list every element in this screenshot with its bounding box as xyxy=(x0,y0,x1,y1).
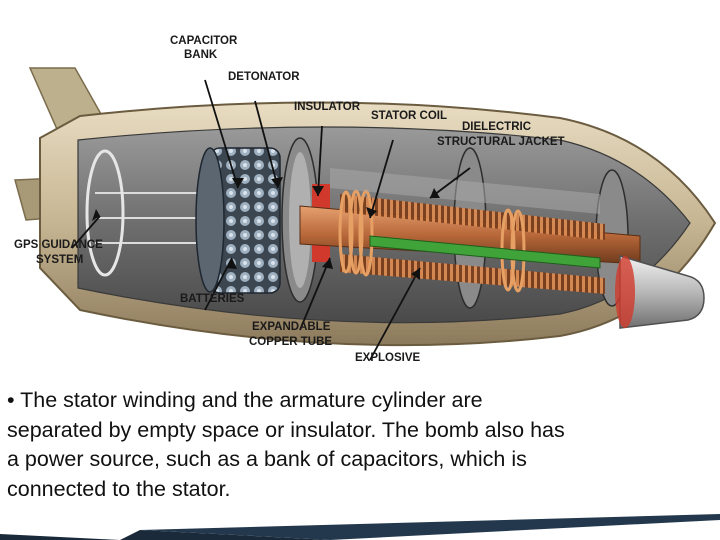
leader-arrowheads xyxy=(92,177,440,280)
stator-coil-upper xyxy=(340,194,605,240)
bullet-marker: • xyxy=(7,388,15,412)
label-detonator: DETONATOR xyxy=(228,71,300,83)
bomb-cutaway-illustration: CAPACITOR BANK DETONATOR INSULATOR STATO… xyxy=(14,35,717,364)
bullet-text: The stator winding and the armature cyli… xyxy=(7,388,565,501)
stator-coil-lower xyxy=(340,254,605,294)
label-capacitor-bank: CAPACITOR BANK xyxy=(170,35,241,61)
bomb-cutaway-figure: CAPACITOR BANK DETONATOR INSULATOR STATO… xyxy=(0,18,720,384)
bottom-decoration xyxy=(0,514,720,540)
label-insulator: INSULATOR xyxy=(294,101,361,113)
label-gps-guidance: GPS GUIDANCE SYSTEM xyxy=(14,239,106,266)
gps-guidance-rods xyxy=(95,192,215,244)
guidance-ring xyxy=(85,149,125,277)
bullet-paragraph: • The stator winding and the armature cy… xyxy=(7,386,567,504)
dielectric-jacket xyxy=(330,168,600,214)
label-stator-coil: STATOR COIL xyxy=(371,110,447,122)
label-dielectric-jacket: DIELECTRIC STRUCTURAL JACKET xyxy=(437,121,565,148)
label-explosive: EXPLOSIVE xyxy=(355,352,421,364)
nose-cone xyxy=(619,254,705,329)
explosive-core xyxy=(369,235,601,269)
label-copper-tube: EXPANDABLE COPPER TUBE xyxy=(249,321,334,348)
label-batteries: BATTERIES xyxy=(180,293,245,305)
